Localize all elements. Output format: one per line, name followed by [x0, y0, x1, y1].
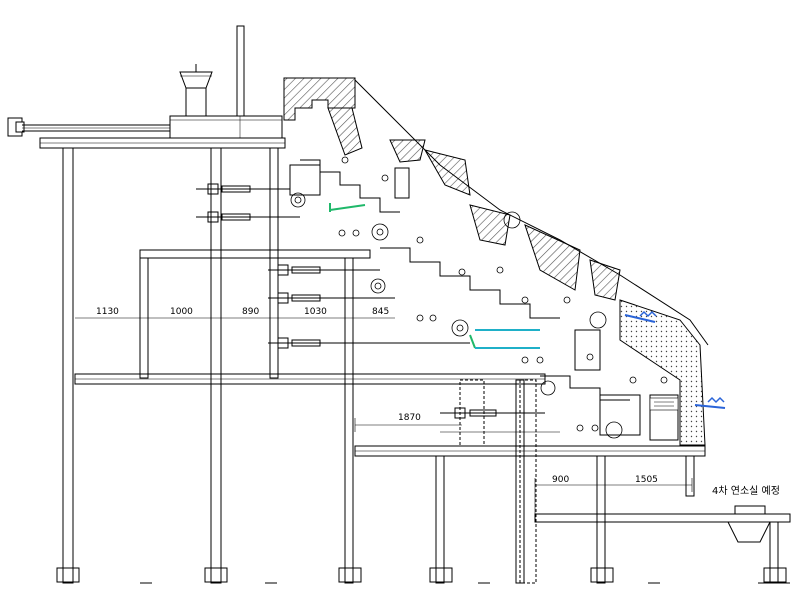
- dimension-labels: 1130 1000 890 1030 845 1870 900 1505: [96, 307, 658, 485]
- grate-bars-colored: [329, 203, 540, 349]
- mid-frame: [74, 249, 791, 584]
- dim-845: 845: [372, 307, 389, 317]
- fourth-combustion-chamber-note: 4차 연소실 예정: [712, 485, 780, 497]
- air-nozzles: [624, 310, 726, 409]
- hydraulic-actuators: [196, 183, 560, 433]
- dim-1130: 1130: [96, 307, 119, 317]
- furnace-refractory: [283, 77, 709, 446]
- dim-900: 900: [552, 475, 569, 485]
- dim-1870: 1870: [398, 413, 421, 423]
- dimension-lines: [75, 317, 693, 520]
- dim-1030: 1030: [304, 307, 327, 317]
- valve-symbols: [290, 156, 668, 439]
- dim-1505: 1505: [635, 475, 658, 485]
- upper-platform-columns: [56, 147, 279, 584]
- dim-890: 890: [242, 307, 259, 317]
- equipment-labels-small: [649, 397, 679, 411]
- dim-1000: 1000: [170, 307, 193, 317]
- upper-platform: [7, 25, 286, 149]
